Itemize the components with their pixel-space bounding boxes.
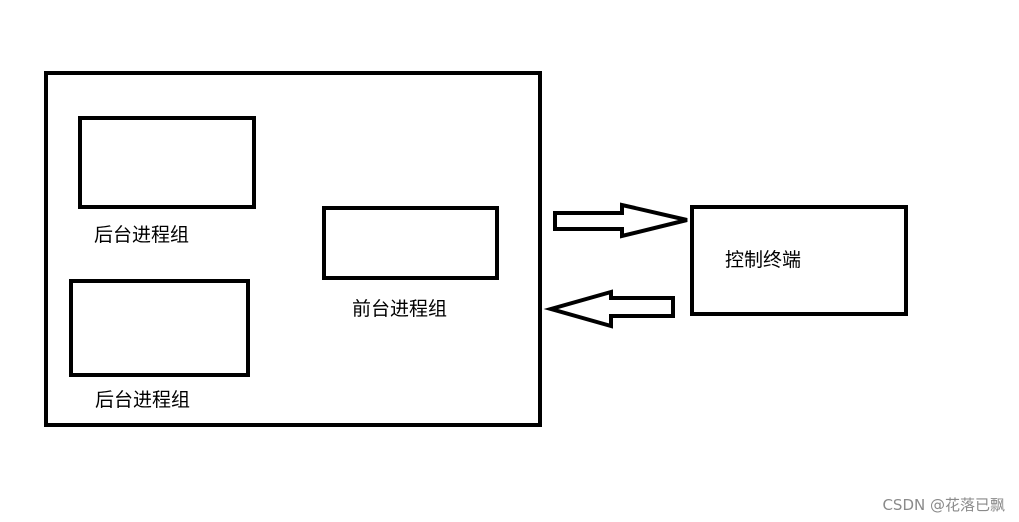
controlling-terminal-label: 控制终端 [725,249,802,271]
left-arrow [543,289,675,329]
foreground-process-group-box [322,206,499,280]
background-process-group-label-2: 后台进程组 [95,389,191,411]
background-process-group-label-1: 后台进程组 [94,224,190,246]
foreground-process-group-label: 前台进程组 [352,298,448,320]
right-arrow [553,202,688,239]
controlling-terminal-box [690,205,908,316]
background-process-group-box-2 [69,279,250,377]
watermark: CSDN @花落已飘 [882,496,1005,514]
background-process-group-box-1 [78,116,256,209]
session-box [44,71,542,427]
